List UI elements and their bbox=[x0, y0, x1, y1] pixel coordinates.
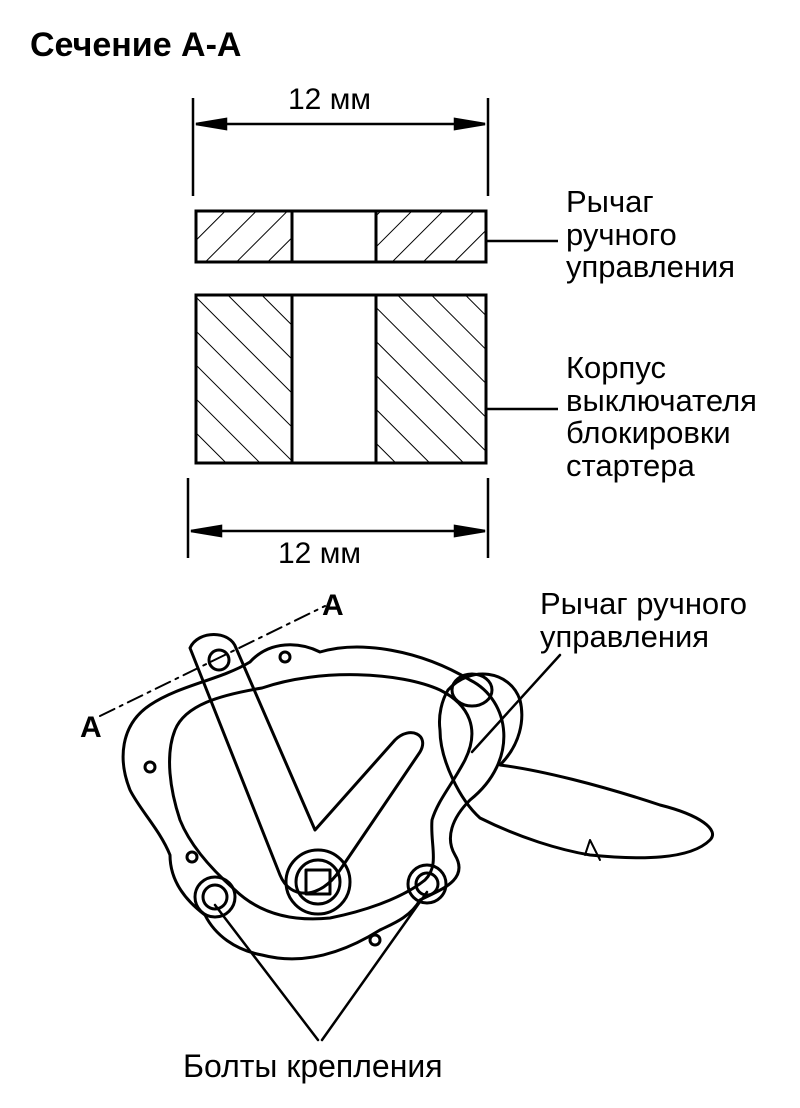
bolts-label: Болты крепления bbox=[183, 1048, 443, 1084]
shaft-hub bbox=[284, 848, 352, 916]
manual-lever bbox=[438, 672, 714, 860]
section-title: Сечение А-А bbox=[30, 26, 242, 64]
lever-section-profile bbox=[194, 209, 558, 264]
switch-housing-label: Корпус выключателя блокировки стартера bbox=[566, 350, 757, 483]
top-dimension-line bbox=[191, 98, 490, 196]
section-marker-top: А bbox=[322, 589, 344, 622]
top-dimension-label: 12 мм bbox=[288, 83, 371, 116]
mounting-bolt-left bbox=[193, 875, 237, 919]
housing-section-profile bbox=[194, 293, 558, 465]
detent-arm bbox=[188, 633, 424, 895]
housing-flange bbox=[121, 643, 506, 961]
lever-section-label: Рычаг ручного управления bbox=[566, 184, 736, 285]
lever-drawing-label: Рычаг ручного управления bbox=[540, 586, 748, 654]
bottom-dimension-label: 12 мм bbox=[278, 537, 361, 570]
bottom-dimension-line bbox=[186, 478, 490, 558]
section-marker-left: А bbox=[80, 711, 102, 744]
mounting-bolt-right bbox=[406, 863, 448, 905]
selector-mechanism-drawing bbox=[99, 605, 714, 1042]
